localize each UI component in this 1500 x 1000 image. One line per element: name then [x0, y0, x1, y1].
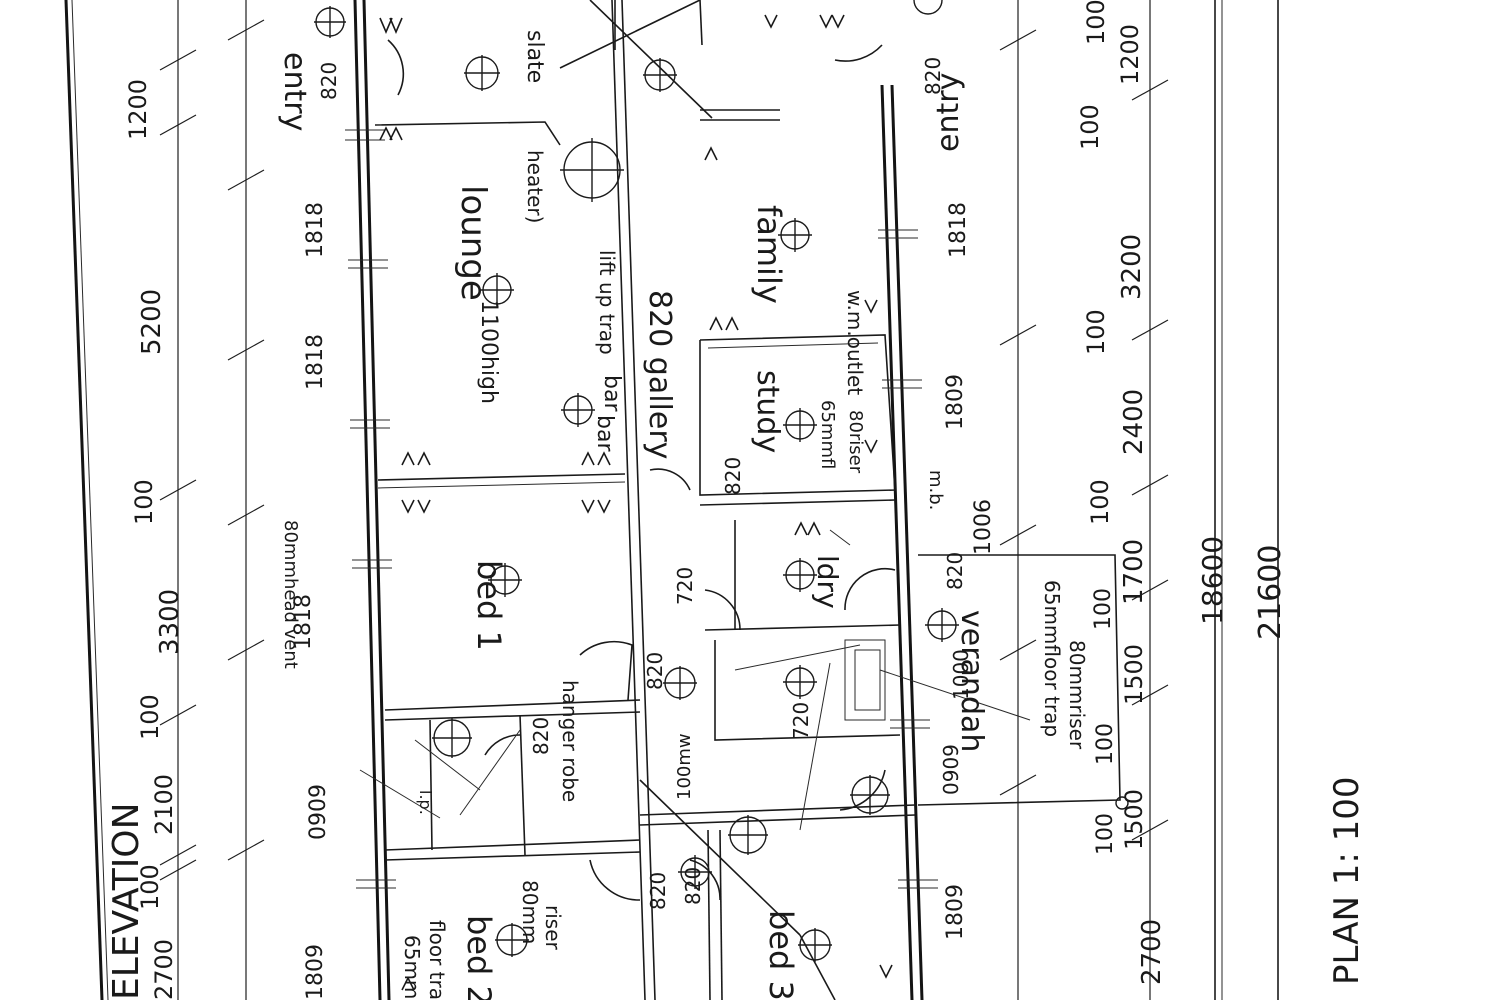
riser-label-b: 80riser	[845, 410, 866, 474]
dim-820-c: 820	[721, 457, 745, 495]
high-label: 1100high	[476, 300, 501, 404]
dim-0909: 0909	[306, 784, 331, 840]
window-marks	[345, 129, 938, 889]
dim-100-right-4: 100	[1086, 479, 1114, 525]
plan-title: PLAN 1: 100	[1327, 776, 1367, 985]
verandah-label: verandah	[954, 610, 989, 752]
outlet-label: w.m.outlet	[843, 290, 867, 395]
dim-820-b: 820	[921, 57, 945, 95]
dim-1200-left: 1200	[124, 79, 152, 140]
dim-100-left-a: 100	[130, 479, 158, 525]
dim-1818-c: 1818	[291, 594, 316, 650]
dim-1500-b: 1500	[1120, 789, 1148, 850]
dim-720-a: 720	[673, 567, 697, 605]
trap-label-e: 80mm	[518, 880, 542, 944]
dim-100-right-7: 100	[1093, 813, 1118, 855]
dim-820-f: 820	[681, 867, 705, 905]
dim-820-e: 820	[646, 872, 670, 910]
dim-1006: 1006	[971, 499, 996, 555]
ldry-label: ldry	[811, 555, 844, 609]
dim-820-h: 820	[529, 717, 553, 755]
title-labels: ELEVATION PLAN 1: 100	[106, 776, 1367, 1000]
bed1-label: bed 1	[470, 560, 508, 651]
dim-18600: 18600	[1196, 536, 1229, 625]
riser-label-a: 65mmfl	[817, 400, 838, 469]
dim-1818-a: 1818	[303, 202, 328, 258]
trap-label-a: 65mmfloor trap	[1040, 580, 1064, 737]
door-swings	[387, 39, 896, 901]
trap-label-d: floor trap	[425, 920, 449, 1000]
entry-right-label: entry	[931, 73, 966, 152]
lp-label: l.p.	[416, 790, 435, 815]
lift-up-trap-label: lift up trap	[595, 250, 619, 355]
dim-1809-c: 1809	[943, 884, 968, 940]
dim-100-right-2: 100	[1076, 104, 1104, 150]
dim-820-d: 820	[643, 652, 667, 690]
room-labels: entry entry slate lounge heater) lift up…	[277, 30, 1089, 1000]
left-dimension-lines	[159, 0, 265, 1000]
dim-100-right-3: 100	[1082, 309, 1110, 355]
dim-100-right-6: 100	[1093, 723, 1118, 765]
dim-1200-right: 1200	[1116, 24, 1144, 85]
dim-100-right-5: 100	[1091, 588, 1116, 630]
exterior-walls	[353, 0, 924, 1000]
dim-820-a: 820	[317, 62, 341, 100]
dim-1500-a: 1500	[1120, 644, 1148, 705]
dim-1700: 1700	[1119, 539, 1149, 605]
dim-100-left-c: 100	[136, 864, 164, 910]
dim-1818-d: 1818	[946, 202, 971, 258]
trap-label-b: 80mmriser	[1065, 640, 1089, 750]
entry-left-label: entry	[277, 52, 312, 131]
heater-label: heater)	[523, 150, 547, 223]
dim-100mw: 100mw	[674, 733, 695, 800]
dim-1809-b: 1809	[943, 374, 968, 430]
dim-2700-left: 2700	[150, 939, 178, 1000]
vent-label: 80mmhead vent	[280, 520, 301, 669]
dim-0909-b: 0909	[939, 744, 963, 795]
sheet-border	[64, 0, 1279, 1000]
dim-2700-right: 2700	[1137, 919, 1167, 985]
dim-5200: 5200	[137, 289, 167, 355]
dim-820-g: 820	[943, 552, 967, 590]
mb-label: m.b.	[925, 470, 946, 510]
dim-2100: 2100	[150, 774, 178, 835]
dim-21600: 21600	[1253, 545, 1288, 640]
trap-label-c: 65mm	[400, 935, 424, 999]
dim-3200: 3200	[1117, 234, 1147, 300]
lounge-label: lounge	[453, 185, 493, 301]
dim-2400: 2400	[1119, 389, 1149, 455]
bed3-label: bed 3	[762, 910, 800, 1000]
right-dimension-lines	[999, 0, 1169, 1000]
study-label: study	[750, 370, 785, 453]
light-fixtures	[314, 0, 1129, 991]
elevation-title: ELEVATION	[106, 802, 147, 1000]
bar-label-b: bar	[592, 415, 617, 452]
family-label: family	[750, 205, 788, 304]
dim-1000: 1000	[949, 649, 973, 700]
robe-label: hanger robe	[558, 680, 582, 802]
bed2-label: bed 2	[460, 915, 498, 1000]
dim-1809-a: 1809	[303, 944, 328, 1000]
dim-100-right-1: 100	[1082, 0, 1110, 45]
dimension-labels: 1200 5200 100 3300 100 2100 100 2700 181…	[124, 0, 1288, 1000]
dim-720-b: 720	[789, 702, 813, 740]
dim-3300: 3300	[155, 589, 185, 655]
dim-100-left-b: 100	[136, 694, 164, 740]
trap-label-f: riser	[541, 905, 565, 951]
bar-label-a: bar	[599, 375, 624, 412]
dim-1818-b: 1818	[303, 334, 328, 390]
gallery-label: 820 gallery	[642, 290, 677, 459]
slate-label: slate	[522, 30, 547, 83]
